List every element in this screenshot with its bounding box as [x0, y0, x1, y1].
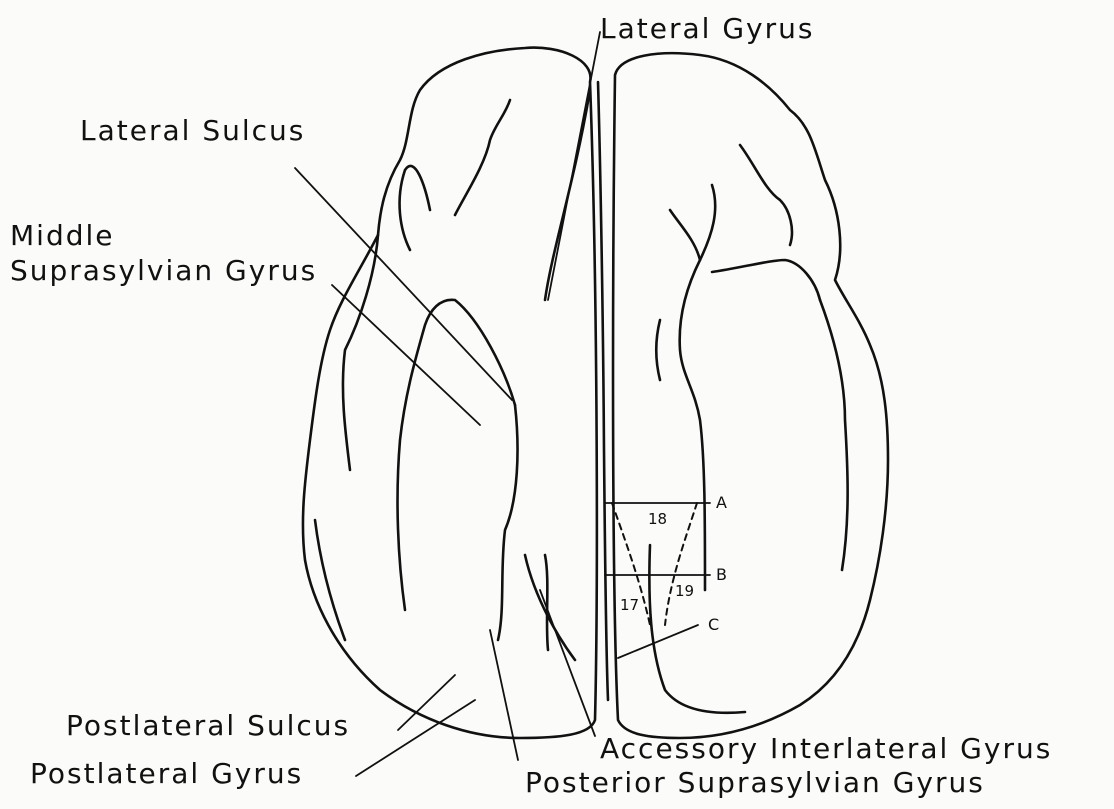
label-lateral-sulcus: Lateral Sulcus [80, 114, 305, 147]
right-outer-sulcus [820, 300, 848, 570]
left-upper-branch-2 [455, 100, 510, 215]
left-hemisphere-outline [303, 48, 597, 738]
midline-fissure [598, 82, 608, 700]
left-ectosylvian-sulcus [343, 235, 378, 470]
left-lateral-sulcus-posterior [498, 405, 518, 640]
right-hemisphere-outline [613, 53, 888, 738]
leader-marker-c [618, 625, 698, 658]
right-small-branch [656, 320, 660, 380]
area-18-19-boundary [665, 503, 697, 625]
right-upper-branch [740, 145, 792, 245]
area-17-label: 17 [620, 596, 639, 614]
label-suprasylvian-gyrus: Suprasylvian Gyrus [10, 254, 317, 287]
label-accessory-interlateral-gyrus: Accessory Interlateral Gyrus [600, 732, 1052, 765]
area-18-label: 18 [648, 510, 667, 528]
right-suprasylvian-sulcus [712, 260, 820, 300]
right-lateral-sulcus [680, 185, 716, 590]
label-posterior-suprasylvian-gyrus: Posterior Suprasylvian Gyrus [525, 766, 985, 799]
area-19-label: 19 [675, 582, 694, 600]
left-suprasylvian-sulcus [398, 300, 515, 610]
right-posterior-curve [649, 545, 745, 713]
leader-postlateral-sulcus [398, 675, 455, 730]
left-inner-branch [525, 555, 575, 660]
label-middle: Middle [10, 219, 115, 252]
marker-b: B [716, 565, 727, 584]
left-posterior-branch [315, 520, 345, 640]
leader-lateral-sulcus [295, 168, 512, 400]
label-postlateral-gyrus: Postlateral Gyrus [30, 757, 303, 790]
leader-accessory-interlateral-gyrus [540, 590, 595, 736]
label-lateral-gyrus: Lateral Gyrus [600, 12, 814, 45]
marker-c: C [708, 615, 719, 634]
label-postlateral-sulcus: Postlateral Sulcus [66, 709, 350, 742]
right-lateral-sulcus-branch [670, 210, 700, 260]
left-upper-branch [400, 166, 430, 250]
marker-a: A [716, 493, 727, 512]
leader-posterior-suprasylvian-gyrus [490, 630, 518, 760]
